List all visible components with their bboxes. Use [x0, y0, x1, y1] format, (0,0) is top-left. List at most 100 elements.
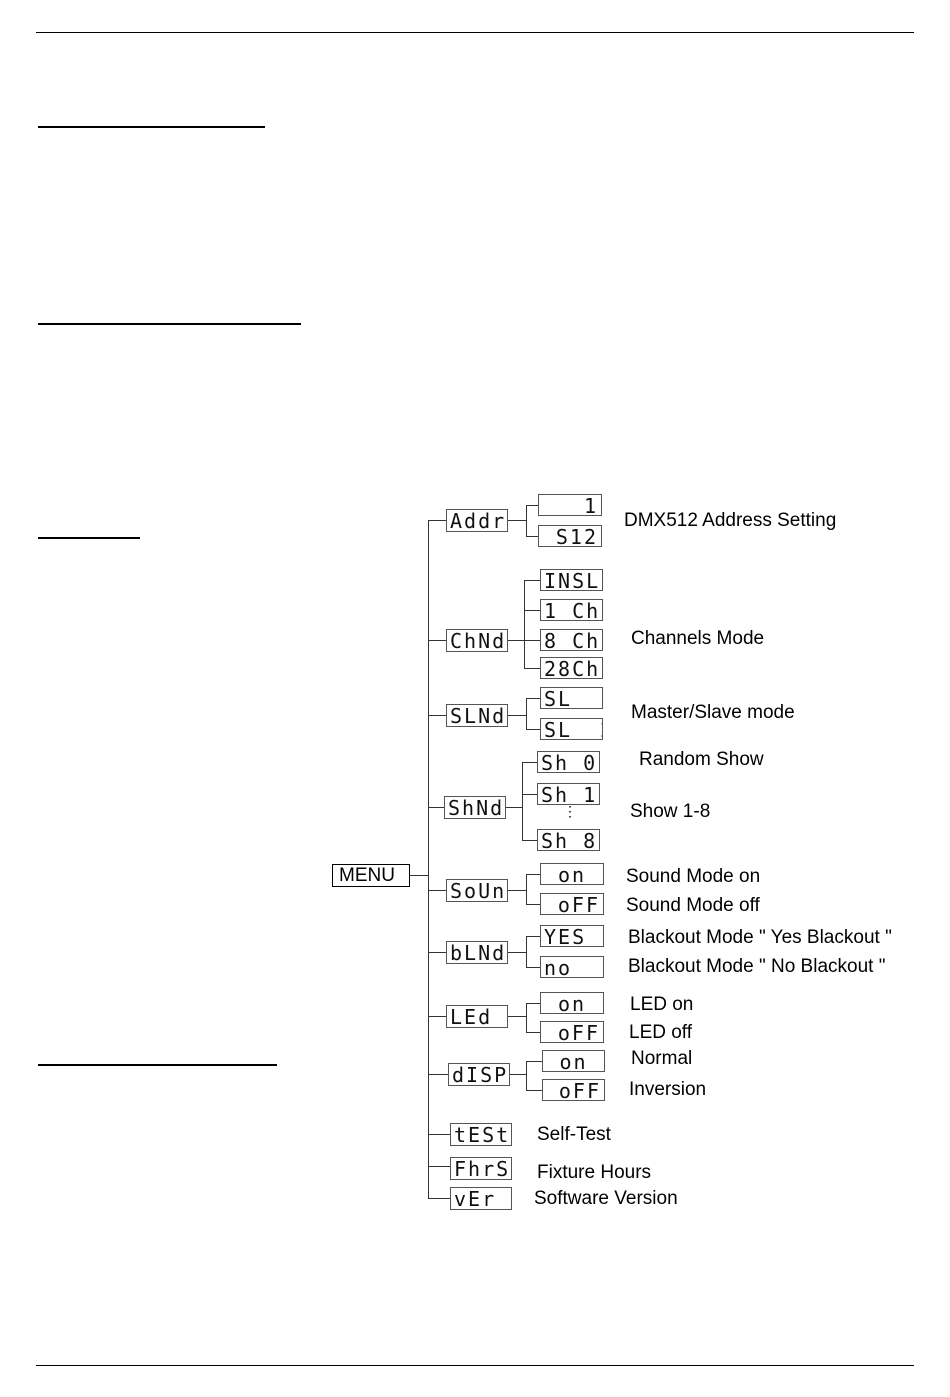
sub-connector-chnd: [508, 640, 524, 641]
option-addr-512: S12: [538, 525, 602, 547]
item-soun-box: SoUn: [446, 879, 508, 902]
option-slnd-sl2: SL 2: [540, 718, 603, 740]
option-led-on: on: [540, 992, 604, 1014]
option-shnd-sh1: Sh 1: [537, 783, 600, 805]
sub-connector-blnd: [508, 952, 526, 953]
desc-shnd-random: Random Show: [639, 749, 764, 770]
item-ver-box: vEr: [450, 1187, 512, 1210]
desc-soun-on: Sound Mode on: [626, 866, 761, 887]
sub-trunk-addr: [526, 505, 527, 536]
sub-trunk-blnd: [526, 936, 527, 967]
sub-trunk-chnd: [524, 580, 525, 668]
desc-soun-off: Sound Mode off: [626, 895, 760, 916]
sub-trunk-slnd: [526, 698, 527, 729]
option-blnd-yes: YES: [540, 925, 604, 947]
branch-disp: [428, 1074, 448, 1075]
desc-chnd: Channels Mode: [631, 628, 765, 649]
sub-branch: [522, 840, 537, 841]
branch-test: [428, 1134, 450, 1135]
sub-branch: [526, 1003, 540, 1004]
sub-branch: [526, 1090, 542, 1091]
sub-branch: [526, 936, 540, 937]
item-led-box: LEd: [446, 1005, 508, 1028]
option-blnd-no: no: [540, 956, 604, 978]
top-rule: [36, 32, 914, 33]
menu-connector: [410, 875, 428, 876]
branch-slnd: [428, 715, 446, 716]
option-slnd-sl1: SL 1: [540, 687, 603, 709]
option-soun-on: on: [540, 863, 604, 885]
option-chnd-8ch: 8 Ch: [540, 629, 603, 651]
branch-addr: [428, 520, 446, 521]
desc-fhrs: Fixture Hours: [537, 1162, 652, 1183]
item-blnd-box: bLNd: [446, 941, 508, 964]
option-shnd-sh0: Sh 0: [537, 751, 600, 773]
sub-branch: [524, 610, 540, 611]
option-disp-off: oFF: [542, 1079, 605, 1101]
sub-connector-led: [508, 1016, 526, 1017]
branch-chnd: [428, 640, 446, 641]
item-fhrs-box: FhrS: [450, 1157, 512, 1180]
item-chnd-box: ChNd: [446, 629, 508, 652]
item-test-box: tESt: [450, 1123, 512, 1146]
option-addr-1: 1: [538, 494, 602, 516]
option-led-off: oFF: [540, 1021, 604, 1043]
sub-branch: [526, 698, 540, 699]
option-shnd-sh8: Sh 8: [537, 829, 600, 851]
menu-label: MENU: [339, 865, 395, 886]
sub-branch: [522, 762, 537, 763]
menu-trunk: [428, 520, 429, 1198]
desc-addr: DMX512 Address Setting: [624, 510, 837, 531]
section-heading-rule-4: [38, 1064, 277, 1066]
option-soun-off: oFF: [540, 893, 604, 915]
desc-led-on: LED on: [630, 994, 694, 1015]
branch-fhrs: [428, 1166, 450, 1167]
sub-branch: [526, 1032, 540, 1033]
option-chnd-1ch: 1 Ch: [540, 599, 603, 621]
sub-connector-shnd: [506, 807, 522, 808]
item-shnd-box: ShNd: [444, 796, 506, 819]
sub-branch: [526, 505, 538, 506]
sub-trunk-soun: [526, 874, 527, 904]
section-heading-rule-1: [38, 126, 265, 128]
sub-trunk-led: [526, 1003, 527, 1032]
option-chnd-28ch: 28Ch: [540, 657, 603, 679]
desc-blnd-yes: Blackout Mode " Yes Blackout ": [628, 927, 892, 948]
sub-branch: [524, 580, 540, 581]
sub-branch: [526, 729, 540, 730]
sub-branch: [522, 794, 537, 795]
sub-connector-disp: [510, 1074, 526, 1075]
desc-test: Self-Test: [537, 1124, 611, 1145]
item-addr-box: Addr: [446, 509, 508, 532]
option-disp-on: on: [542, 1050, 605, 1072]
sub-branch: [524, 640, 540, 641]
sub-trunk-shnd: [522, 762, 523, 840]
branch-soun: [428, 890, 446, 891]
menu-root-box: MENU: [332, 864, 410, 887]
sub-connector-addr: [508, 520, 526, 521]
sub-branch: [526, 904, 540, 905]
bottom-rule: [36, 1365, 914, 1366]
sub-connector-soun: [508, 890, 526, 891]
sub-branch: [526, 874, 540, 875]
desc-led-off: LED off: [629, 1022, 693, 1043]
desc-disp-inversion: Inversion: [629, 1079, 707, 1100]
option-chnd-insl: INSL: [540, 569, 603, 591]
branch-blnd: [428, 952, 446, 953]
branch-ver: [428, 1198, 450, 1199]
desc-blnd-no: Blackout Mode " No Blackout ": [628, 956, 886, 977]
desc-ver: Software Version: [534, 1188, 678, 1209]
sub-connector-slnd: [508, 715, 526, 716]
section-heading-rule-2: [38, 323, 301, 325]
sub-branch: [526, 967, 540, 968]
sub-branch: [524, 668, 540, 669]
item-slnd-box: SLNd: [446, 704, 508, 727]
sub-trunk-disp: [526, 1061, 527, 1090]
sub-branch: [526, 1061, 542, 1062]
desc-slnd: Master/Slave mode: [631, 702, 795, 723]
desc-shnd-show: Show 1-8: [630, 801, 711, 822]
section-heading-rule-3: [38, 537, 140, 539]
branch-shnd: [428, 807, 444, 808]
branch-led: [428, 1016, 446, 1017]
sub-branch: [526, 536, 538, 537]
